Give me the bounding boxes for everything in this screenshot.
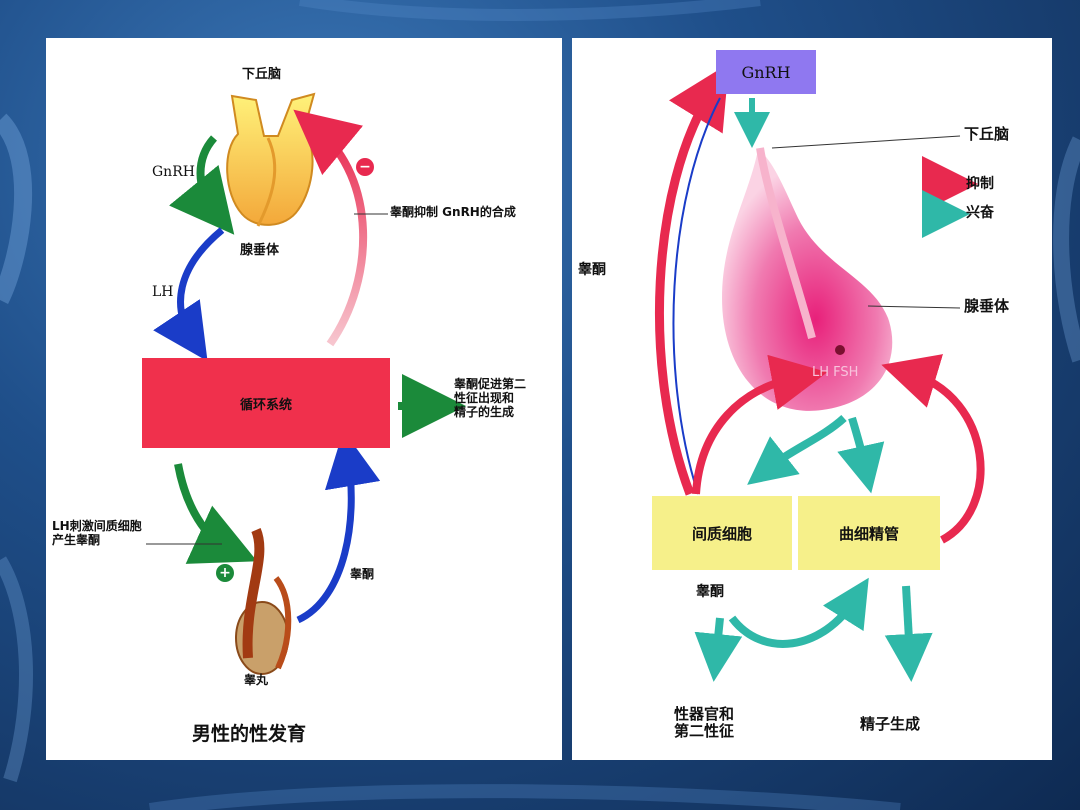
sperm-production-label: 精子生成 <box>860 715 921 733</box>
lh-note-line-2: 产生睾酮 <box>52 532 101 547</box>
pituitary-gland-illustration <box>226 92 316 227</box>
leydig-to-seminiferous-arrow <box>728 577 869 648</box>
gnrh-label: GnRH <box>152 164 195 180</box>
plus-sign-badge: + <box>216 564 234 582</box>
testosterone-up-arrow <box>296 430 381 624</box>
lh-to-testis-arrow <box>174 463 258 564</box>
right-diagram-graphics <box>654 63 985 682</box>
seminiferous-inhibit-pituitary-arrow <box>881 354 985 544</box>
pituitary-illustration <box>722 147 893 411</box>
testis-illustration <box>235 528 292 675</box>
panel-caption: 男性的性发育 <box>192 723 307 745</box>
gnrh-arrow <box>168 135 235 235</box>
lh-label: LH <box>152 284 174 300</box>
to-sex-organs-arrow <box>694 617 743 682</box>
testis-label: 睾丸 <box>244 673 269 687</box>
testosterone-label-left: 睾酮 <box>578 262 606 278</box>
legend-excite-label: 兴奋 <box>966 205 994 221</box>
gnrh-box: GnRH <box>716 50 816 94</box>
pituitary-label: 腺垂体 <box>240 243 280 258</box>
inhibit-note: 睾酮抑制 GnRH的合成 <box>390 205 516 219</box>
inhibit-arrow <box>293 109 367 347</box>
male-development-panel: 下丘脑 GnRH 腺垂体 LH 睾酮抑制 GnRH的合成 − 循环系统 睾酮促进… <box>46 38 562 760</box>
promote-note-line-3: 精子的生成 <box>454 404 515 419</box>
testosterone-label: 睾酮 <box>350 567 375 581</box>
leydig-cells-box: 间质细胞 <box>652 496 792 570</box>
leydig-inhibit-pituitary-arrow <box>692 354 828 495</box>
promote-note: 睾酮促进第二 性征出现和 精子的生成 <box>454 377 527 419</box>
lh-arrow <box>153 227 225 362</box>
lh-to-leydig-arrow <box>747 415 847 485</box>
promote-note-line-2: 性征出现和 <box>454 390 515 405</box>
legend-inhibit-label: 抑制 <box>966 176 994 192</box>
testosterone-inhibit-gnrh-arrow <box>654 63 729 496</box>
pituitary-label-right: 腺垂体 <box>964 297 1010 315</box>
left-diagram-graphics <box>146 92 466 675</box>
lh-note: LH刺激间质细胞 产生睾酮 <box>52 519 142 548</box>
sex-organs-label: 性器官和 第二性征 <box>674 705 735 741</box>
hypothalamus-label: 下丘脑 <box>242 67 282 82</box>
sex-organs-line-1: 性器官和 <box>674 705 735 723</box>
circulation-box: 循环系统 <box>142 358 390 448</box>
lh-note-line-1: LH刺激间质细胞 <box>52 519 142 533</box>
testosterone-label-bottom: 睾酮 <box>696 584 724 600</box>
seminiferous-tubules-box: 曲细精管 <box>798 496 940 570</box>
fsh-to-seminiferous-arrow <box>837 416 885 494</box>
lh-fsh-label: LH FSH <box>812 365 859 380</box>
sex-organs-line-2: 第二性征 <box>674 722 735 741</box>
hypothalamus-label-right: 下丘脑 <box>964 125 1010 143</box>
hormone-regulation-panel: GnRH 下丘脑 抑制 兴奋 睾酮 腺垂体 LH FSH 间质细胞 曲细精管 睾… <box>572 38 1052 760</box>
to-sperm-arrow <box>884 585 933 682</box>
promote-note-line-1: 睾酮促进第二 <box>454 377 527 391</box>
inhibit-sign-badge: − <box>356 158 374 176</box>
